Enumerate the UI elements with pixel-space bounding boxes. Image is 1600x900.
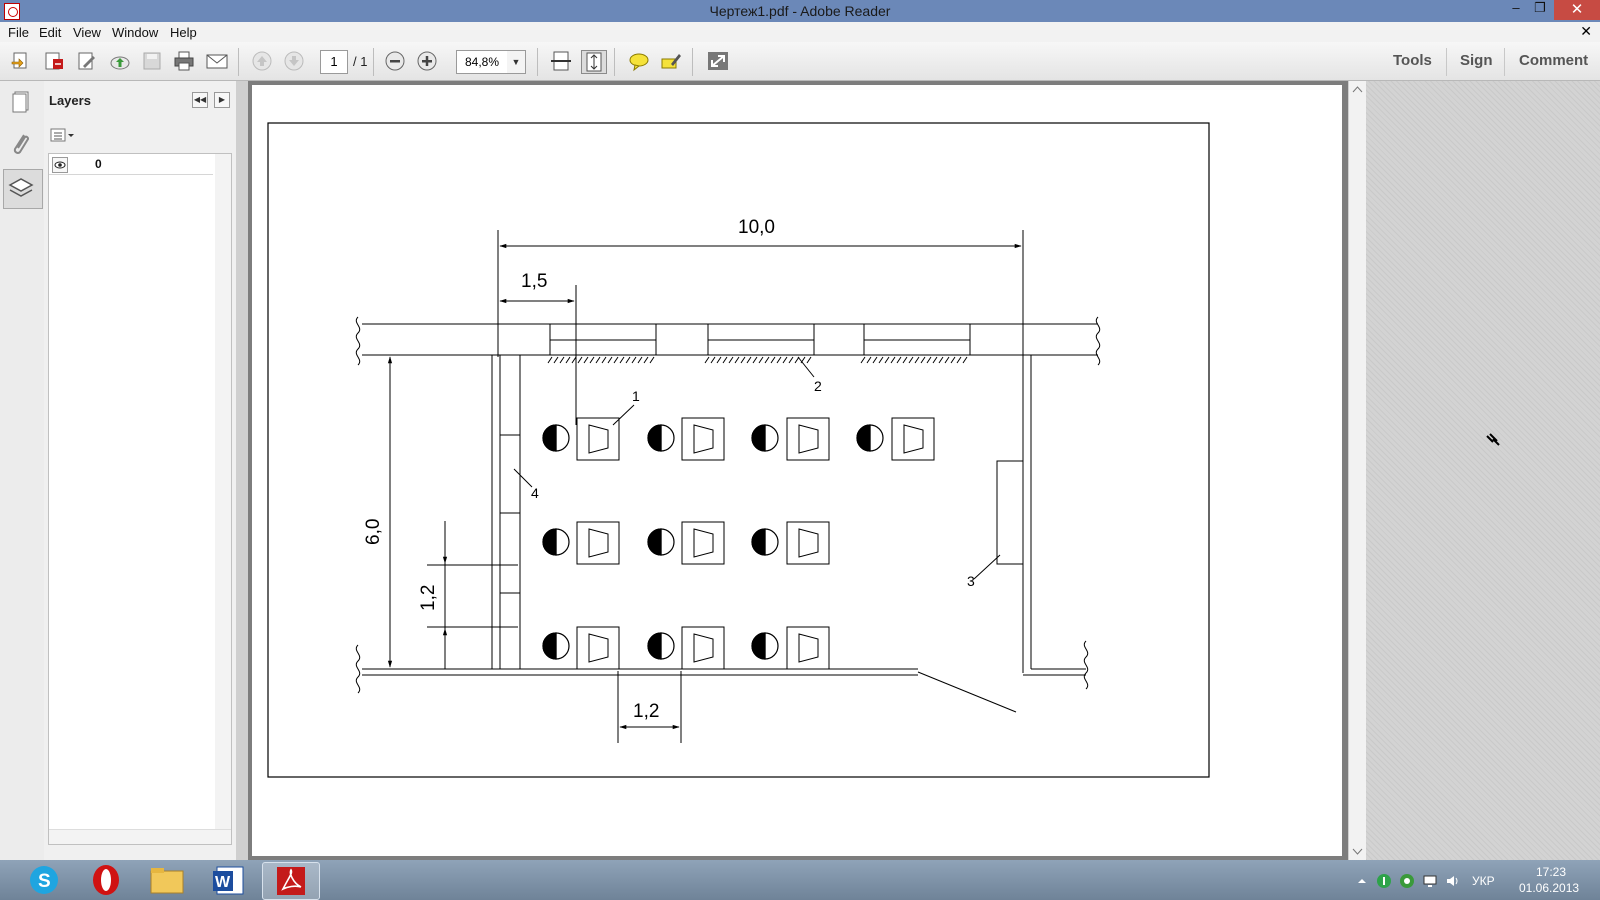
word-icon[interactable]: W [201,862,257,898]
layer-options-icon[interactable] [50,127,76,143]
svg-text:S: S [38,871,51,892]
toolbar-separator [1446,48,1447,76]
menu-view[interactable]: View [73,25,101,40]
panel-splitter[interactable] [236,81,248,860]
clock-date[interactable]: 01.06.2013 [1519,881,1580,895]
document-close-icon[interactable]: ✕ [1580,23,1592,39]
tray-expand-icon[interactable] [1357,876,1367,886]
toolbar-separator [692,48,693,76]
toolbar-separator [614,48,615,76]
menu-bar: File Edit View Window Help ✕ [0,22,1600,42]
keyboard-language[interactable]: УКР [1472,874,1495,888]
print-icon[interactable] [172,50,196,72]
menu-window[interactable]: Window [112,25,159,40]
dimension-overall-width: 10,0 [738,217,775,238]
security-shield-icon[interactable] [1376,873,1392,889]
layers-horizontal-scrollbar[interactable] [49,829,231,844]
adobe-reader-icon [4,3,20,20]
expand-panel-icon[interactable]: ▶ [214,92,230,108]
dimension-row-spacing: 1,2 [418,585,439,611]
scroll-down-icon[interactable] [1349,844,1366,858]
document-vertical-scrollbar[interactable] [1348,81,1366,860]
busy-cursor-icon [1486,433,1500,446]
close-button[interactable]: ✕ [1554,0,1600,20]
page-number-input[interactable]: 1 [320,50,348,74]
page-thumbnails-icon[interactable] [6,87,36,117]
tools-button[interactable]: Tools [1393,52,1432,69]
previous-page-icon[interactable] [250,50,274,72]
menu-edit[interactable]: Edit [39,25,62,40]
sign-button[interactable]: Sign [1460,52,1493,69]
dimension-room-depth: 6,0 [363,519,384,545]
page-total: / 1 [353,54,368,69]
menu-file[interactable]: File [8,25,29,40]
opera-icon[interactable] [78,862,134,898]
save-icon[interactable] [140,50,164,72]
floor-plan-drawing: 10,0 1,5 6,0 1,2 1,2 1 2 3 4 [267,122,1210,778]
export-pdf-icon[interactable] [42,50,66,72]
svg-text:W: W [215,874,231,891]
zoom-in-icon[interactable] [415,50,439,72]
toolbar-separator [1504,48,1505,76]
dimension-wall-offset: 1,5 [521,271,547,292]
layers-vertical-scrollbar[interactable] [215,154,231,844]
acrobat-reader-icon[interactable] [262,862,320,900]
minimize-button[interactable]: – [1512,0,1520,15]
restore-button[interactable]: ❐ [1534,0,1546,15]
document-background [1366,81,1600,860]
zoom-level-input[interactable]: 84,8% [456,50,508,74]
sticky-note-icon[interactable] [627,50,651,72]
next-page-icon[interactable] [282,50,306,72]
eye-icon[interactable] [52,157,68,173]
window-titlebar: Чертеж1.pdf - Adobe Reader – ❐ ✕ [0,0,1600,22]
callout-3: 3 [967,573,975,589]
layer-name: 0 [95,157,102,171]
taskbar: S W УКР 17:23 01.06.2013 [0,860,1600,900]
torrent-icon[interactable] [1399,873,1415,889]
toolbar-separator [373,48,374,76]
menu-help[interactable]: Help [170,25,197,40]
create-pdf-icon[interactable] [9,50,33,72]
toolbar: 1 / 1 84,8% ▼ Tools Sign Comment [0,42,1600,81]
layers-icon[interactable] [6,173,36,203]
dimension-column-spacing: 1,2 [633,701,659,722]
zoom-out-icon[interactable] [383,50,407,72]
network-icon[interactable] [1422,873,1438,889]
layer-row[interactable]: 0 [49,154,213,175]
clock-time[interactable]: 17:23 [1536,865,1567,879]
highlight-icon[interactable] [659,50,683,72]
edit-pdf-icon[interactable] [75,50,99,72]
skype-icon[interactable]: S [16,862,72,898]
layers-panel: Layers ◀◀ ▶ 0 [44,81,237,860]
toolbar-separator [238,48,239,76]
scroll-up-icon[interactable] [1349,83,1366,97]
full-screen-icon[interactable] [706,50,730,72]
pdf-page: 10,0 1,5 6,0 1,2 1,2 1 2 3 4 [252,85,1342,856]
callout-2: 2 [814,378,822,394]
callout-1: 1 [632,388,640,404]
upload-cloud-icon[interactable] [108,50,132,72]
volume-icon[interactable] [1445,873,1461,889]
document-view: 10,0 1,5 6,0 1,2 1,2 1 2 3 4 [248,81,1348,860]
file-explorer-icon[interactable] [139,862,195,898]
email-icon[interactable] [205,50,229,72]
zoom-dropdown-icon[interactable]: ▼ [507,50,526,74]
window-title: Чертеж1.pdf - Adobe Reader [709,3,891,19]
fit-page-icon[interactable] [581,50,607,74]
callout-4: 4 [531,485,539,501]
toolbar-separator [537,48,538,76]
layers-list: 0 [48,153,232,845]
layers-panel-title: Layers [49,93,91,108]
attachments-icon[interactable] [6,129,36,159]
fit-width-icon[interactable] [549,50,573,72]
comment-button[interactable]: Comment [1519,52,1589,69]
collapse-panel-icon[interactable]: ◀◀ [192,92,208,108]
navigation-rail [0,81,45,860]
